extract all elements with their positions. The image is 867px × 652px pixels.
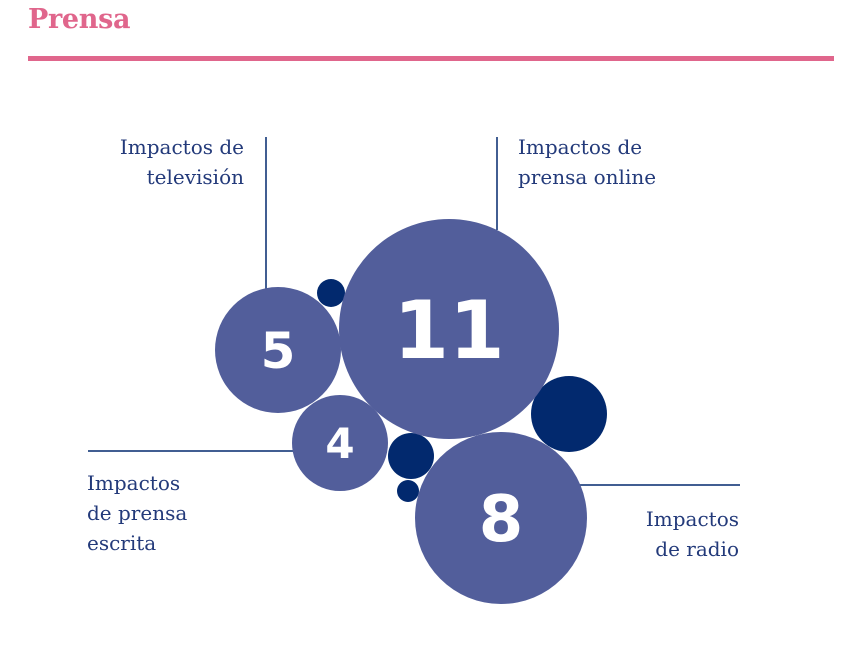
tiny-dot-center xyxy=(397,480,419,502)
bubble-label-line: televisión xyxy=(147,165,245,189)
bubble-value: 8 xyxy=(479,483,524,557)
page-title: Prensa xyxy=(28,4,131,35)
bubble-value: 4 xyxy=(325,419,354,468)
bubble-label-line: Impactos de xyxy=(120,135,244,159)
bubble-label-line: Impactos xyxy=(87,471,180,495)
bubble-label-line: de radio xyxy=(655,537,739,561)
bubble-value: 11 xyxy=(393,284,504,377)
bubble xyxy=(292,395,388,491)
bubble-label-line: escrita xyxy=(87,531,156,555)
bubbles: 11 54 8 xyxy=(215,219,587,604)
bubble xyxy=(339,219,559,439)
title-rule xyxy=(28,56,834,61)
bubble-label: Impactos de prensa online xyxy=(518,135,656,189)
bubble-labels: Impactos de prensa online Impactos de telev… xyxy=(87,135,739,561)
leader-lines xyxy=(88,137,740,486)
bubble-label-line: Impactos de xyxy=(518,135,642,159)
decorative-dots xyxy=(317,279,607,502)
bubble-label: Impactos de radio xyxy=(646,507,739,561)
bubble-label: Impactos de televisión xyxy=(120,135,244,189)
bubble xyxy=(415,432,587,604)
small-dot-top xyxy=(317,279,345,307)
bubble-label-line: Impactos xyxy=(646,507,739,531)
bubble xyxy=(215,287,341,413)
bubble-label-line: prensa online xyxy=(518,165,656,189)
bubble-label-line: de prensa xyxy=(87,501,187,525)
large-dot-right xyxy=(531,376,607,452)
bubble-label: Impactos de prensa escrita xyxy=(87,471,187,555)
bubble-value: 5 xyxy=(261,322,296,380)
medium-dot-center xyxy=(388,433,434,479)
